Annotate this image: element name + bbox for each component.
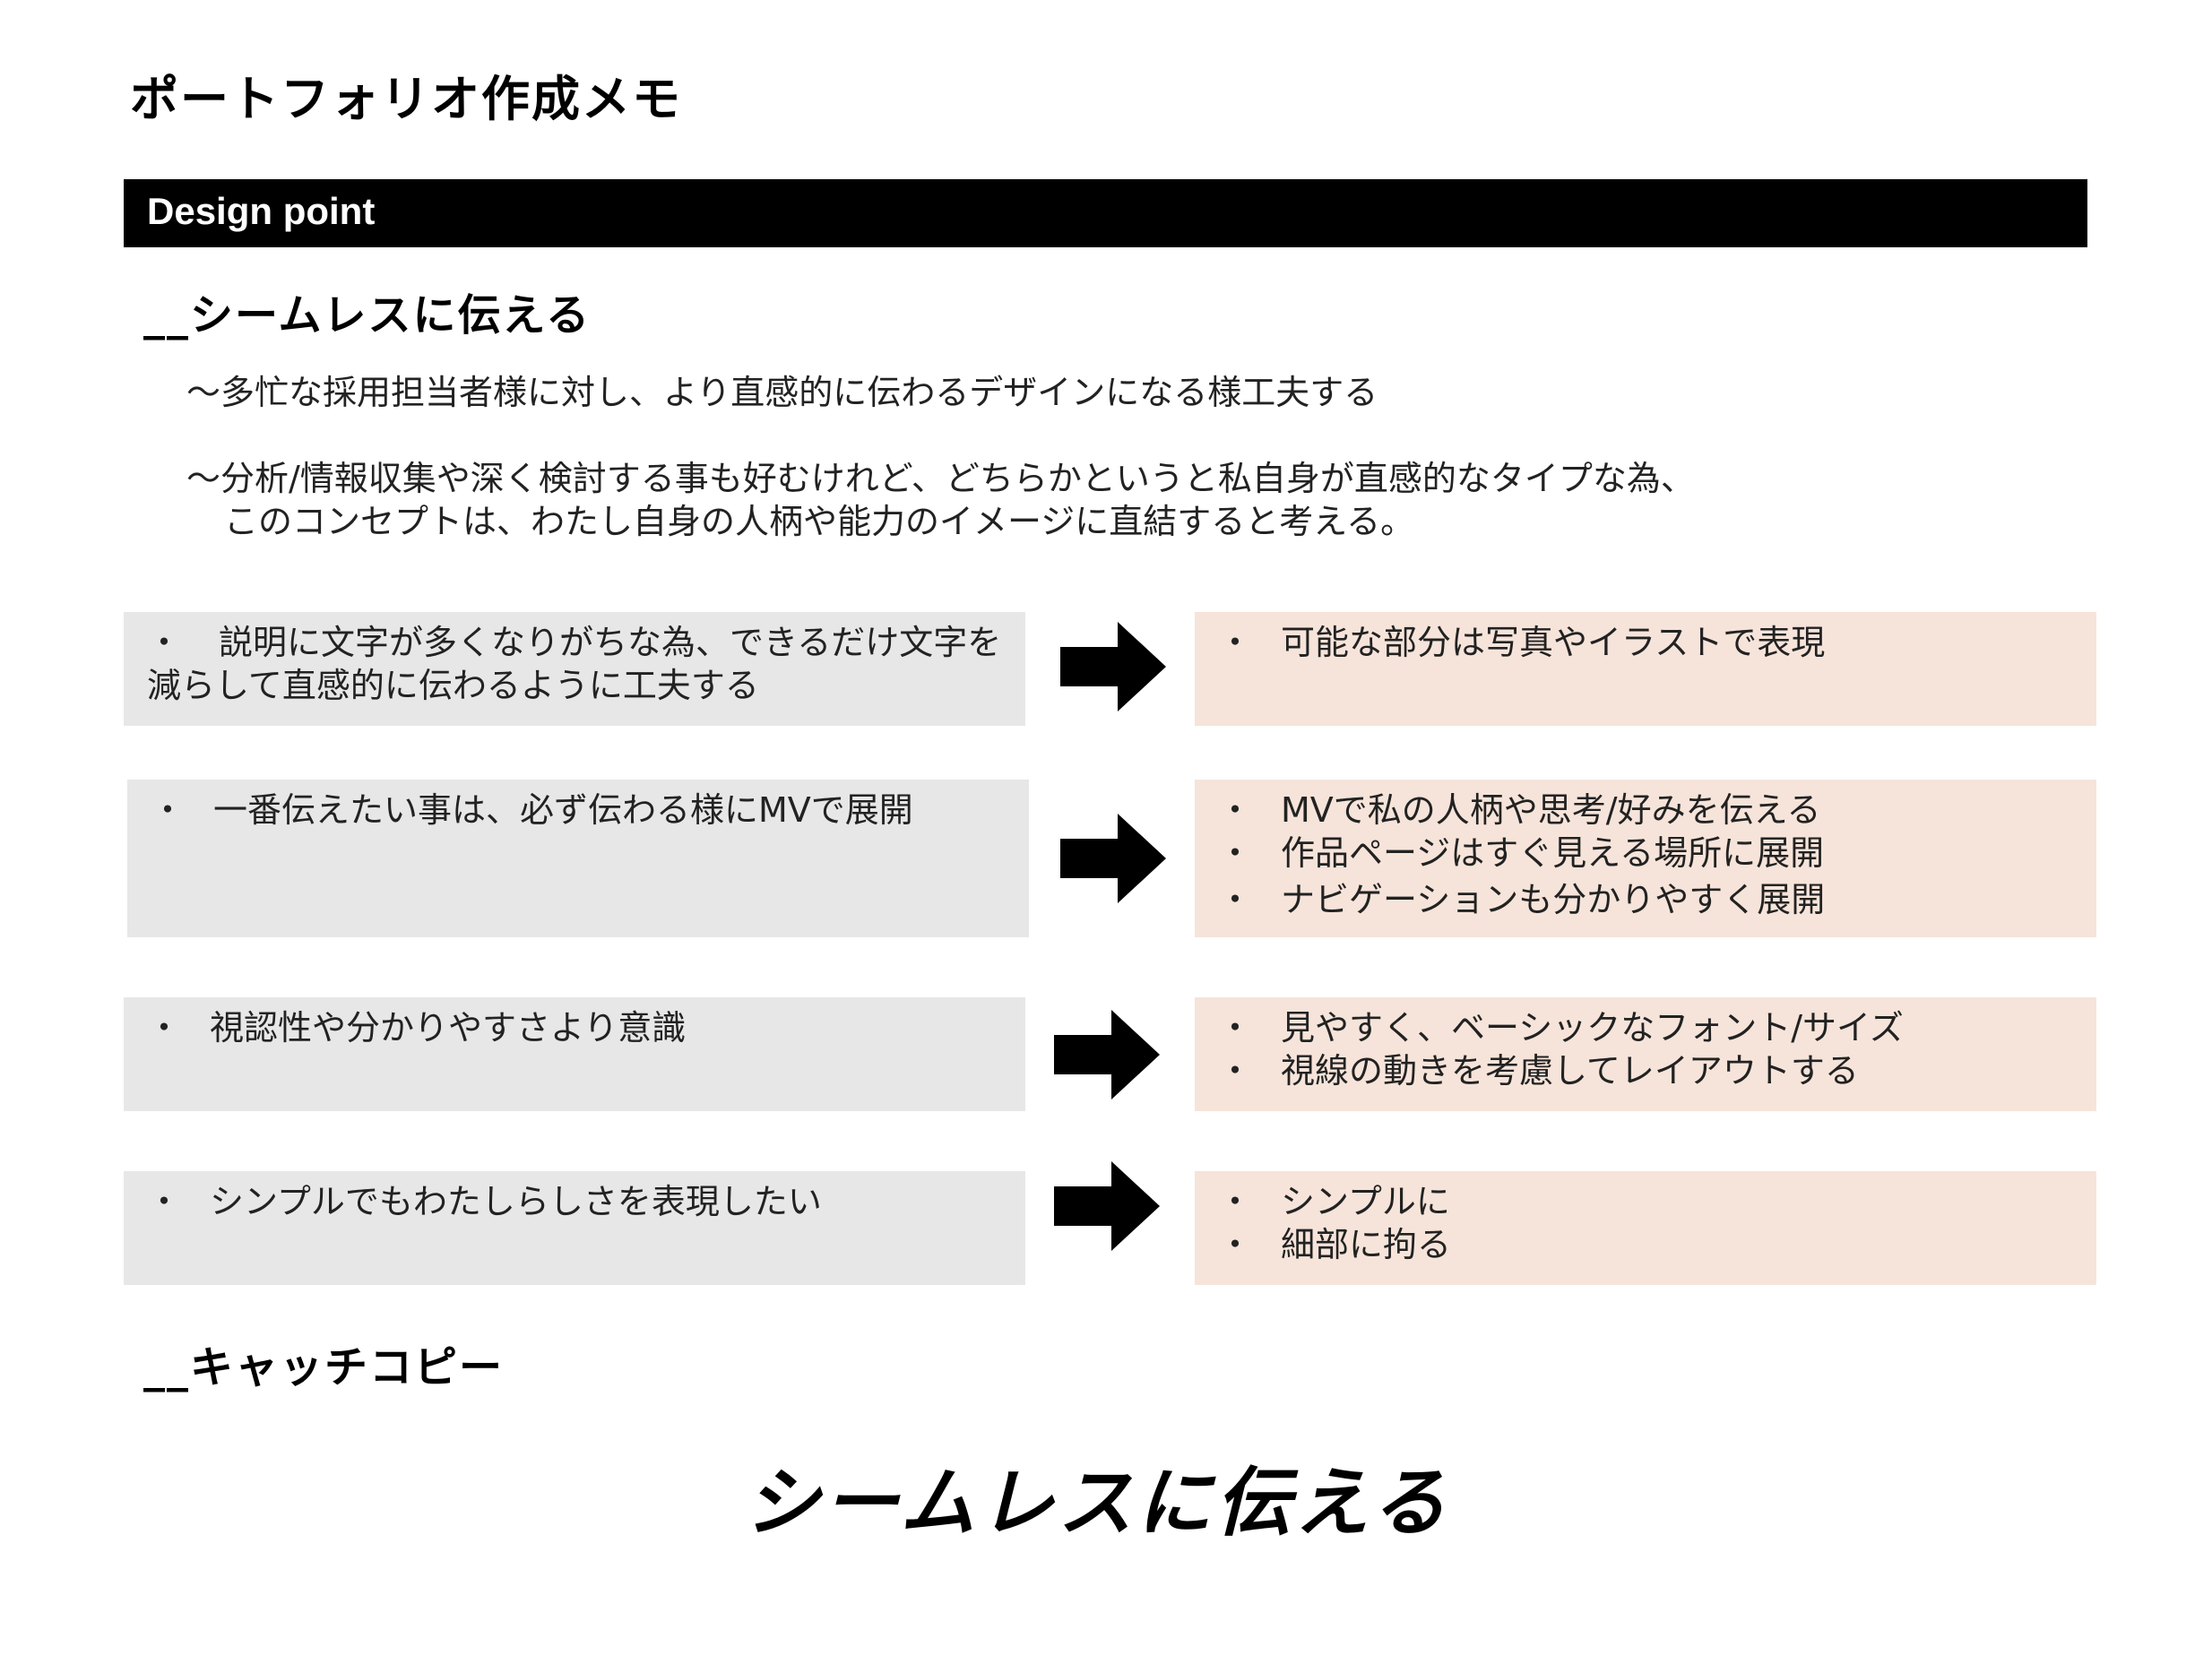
subheading-seamless: __シームレスに伝える [143, 290, 592, 341]
bullet-mark: ・ [1218, 833, 1253, 873]
section-header-bar: Design point [124, 179, 2087, 247]
problem-item: ・説明に文字が多くなりがちな為、できるだけ文字を減らして直感的に伝わるように工夫… [147, 621, 1006, 707]
solution-text: 細部に拘る [1281, 1225, 1452, 1264]
right-arrow-icon [1060, 622, 1166, 711]
solution-item: ・シンプルに [1218, 1180, 2077, 1223]
catchcopy-text: シームレスに伝える [744, 1459, 1450, 1547]
solution-box-3: ・見やすく、ベーシックなフォント/サイズ ・視線の動きを考慮してレイアウトする [1195, 997, 2096, 1111]
intro-line-2a: ～分析/情報収集や深く検討する事も好むけれど、どちらかというと私自身が直感的なタ… [186, 459, 1695, 498]
problem-item: ・シンプルでもわたしらしさを表現したい [147, 1180, 1006, 1223]
problem-item: ・一番伝えたい事は、必ず伝わる様にMVで展開 [151, 789, 1009, 832]
subheading-catchcopy: __キャッチコピー [143, 1342, 505, 1392]
bullet-mark: ・ [1218, 1008, 1253, 1048]
problem-text: 視認性や分かりやすさより意識 [210, 1008, 687, 1048]
problem-box-3: ・視認性や分かりやすさより意識 [124, 997, 1025, 1111]
intro-line-2b: このコンセプトは、わたし自身の人柄や能力のイメージに直結すると考える。 [224, 502, 1415, 541]
problem-text: 一番伝えたい事は、必ず伝わる様にMVで展開 [213, 790, 913, 830]
solution-item: ・可能な部分は写真やイラストで表現 [1218, 621, 2077, 664]
solution-item: ・視線の動きを考慮してレイアウトする [1218, 1049, 2077, 1092]
bullet-mark: ・ [147, 1182, 182, 1221]
solution-item: ・細部に拘る [1218, 1223, 2077, 1266]
bullet-mark: ・ [147, 623, 182, 662]
solution-item: ・作品ページはすぐ見える場所に展開 [1218, 832, 2077, 875]
solution-text: 可能な部分は写真やイラストで表現 [1281, 623, 1826, 662]
bullet-mark: ・ [1218, 1182, 1253, 1221]
bullet-mark: ・ [1218, 623, 1253, 662]
solution-item: ・ナビゲーションも分かりやすく展開 [1218, 878, 2077, 921]
right-arrow-icon [1054, 1010, 1160, 1099]
intro-paragraph-2: ～分析/情報収集や深く検討する事も好むけれど、どちらかというと私自身が直感的なタ… [186, 457, 1695, 543]
bullet-mark: ・ [1218, 1051, 1253, 1091]
problem-item: ・視認性や分かりやすさより意識 [147, 1006, 1006, 1049]
bullet-mark: ・ [147, 1008, 182, 1048]
solution-text: MVで私の人柄や思考/好みを伝える [1281, 790, 1821, 830]
bullet-mark: ・ [1218, 880, 1253, 919]
problem-box-4: ・シンプルでもわたしらしさを表現したい [124, 1171, 1025, 1285]
bullet-mark: ・ [1218, 790, 1253, 830]
solution-text: ナビゲーションも分かりやすく展開 [1281, 880, 1826, 919]
problem-box-1: ・説明に文字が多くなりがちな為、できるだけ文字を減らして直感的に伝わるように工夫… [124, 612, 1025, 726]
solution-box-1: ・可能な部分は写真やイラストで表現 [1195, 612, 2096, 726]
right-arrow-icon [1054, 1161, 1160, 1251]
problem-text: 説明に文字が多くなりがちな為、できるだけ文字を減らして直感的に伝わるように工夫す… [147, 623, 1002, 705]
bullet-mark: ・ [1218, 1225, 1253, 1264]
solution-text: シンプルに [1281, 1182, 1450, 1221]
section-header-label: Design point [147, 190, 376, 232]
solution-item: ・ MVで私の人柄や思考/好みを伝える [1218, 789, 2077, 832]
solution-text: 見やすく、ベーシックなフォント/サイズ [1281, 1008, 1904, 1048]
problem-box-2: ・一番伝えたい事は、必ず伝わる様にMVで展開 [127, 780, 1029, 937]
solution-text: 作品ページはすぐ見える場所に展開 [1281, 833, 1825, 873]
document-title: ポートフォリオ作成メモ [130, 71, 682, 127]
bullet-mark: ・ [151, 790, 186, 830]
intro-line-1: ～多忙な採用担当者様に対し、より直感的に伝わるデザインになる様工夫する [186, 373, 1378, 412]
right-arrow-icon [1060, 814, 1166, 903]
solution-box-2: ・MVで私の人柄や思考/好みを伝える ・作品ページはすぐ見える場所に展開 ・ナビ… [1195, 780, 2096, 937]
problem-text: シンプルでもわたしらしさを表現したい [210, 1182, 822, 1221]
solution-box-4: ・シンプルに ・細部に拘る [1195, 1171, 2096, 1285]
solution-text: 視線の動きを考慮してレイアウトする [1281, 1051, 1859, 1091]
solution-item: ・見やすく、ベーシックなフォント/サイズ [1218, 1006, 2077, 1049]
